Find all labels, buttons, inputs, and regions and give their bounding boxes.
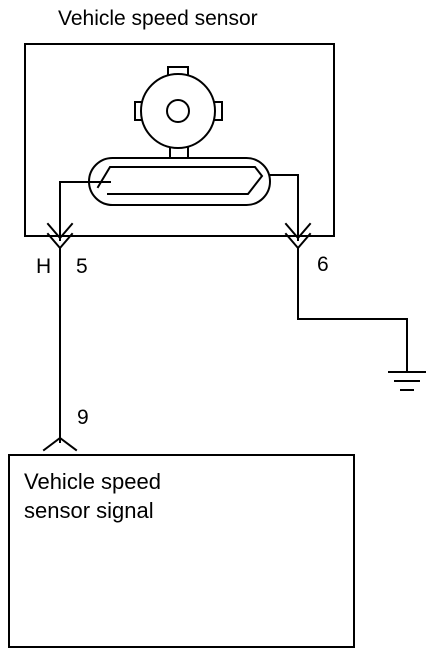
wire-color-label: H	[36, 255, 51, 278]
pin-6-label: 6	[317, 253, 329, 276]
sensor-title: Vehicle speed sensor	[58, 7, 258, 30]
rotor-gear-icon	[134, 66, 223, 160]
sensor-housing	[24, 43, 335, 237]
module-label-line1: Vehicle speed	[24, 469, 161, 494]
internal-wire-pin6	[269, 174, 299, 241]
module-label-line2: sensor signal	[24, 498, 154, 523]
pin-9-label: 9	[77, 406, 89, 429]
internal-wire-pin5	[59, 181, 111, 241]
ground-icon	[388, 371, 426, 391]
signal-module-box	[8, 454, 355, 648]
connector-pin9-icon	[42, 436, 78, 452]
ground-wire	[297, 247, 408, 371]
pin-5-label: 5	[76, 255, 88, 278]
reed-switch-icon	[88, 157, 271, 206]
